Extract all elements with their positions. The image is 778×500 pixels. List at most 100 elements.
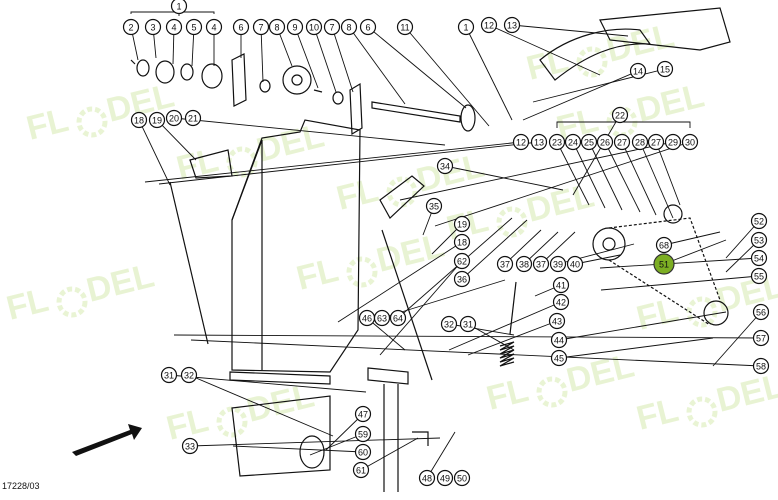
callout-part-3: 3 bbox=[144, 18, 162, 36]
callout-number: 52 bbox=[754, 217, 764, 227]
callout-number: 8 bbox=[346, 23, 351, 33]
leader-line bbox=[522, 70, 639, 121]
callout-part-1: 1 bbox=[457, 18, 475, 36]
bracket-drawing-2 bbox=[367, 367, 409, 385]
callout-number: 13 bbox=[507, 21, 517, 31]
callout-part-48: 48 bbox=[418, 469, 436, 487]
leader-line bbox=[397, 217, 513, 319]
callout-number: 40 bbox=[570, 260, 580, 270]
callout-number: 53 bbox=[754, 236, 764, 246]
callout-part-11: 11 bbox=[396, 18, 414, 36]
pin-drawing bbox=[313, 89, 323, 93]
callout-number: 42 bbox=[556, 298, 566, 308]
callout-number: 61 bbox=[356, 466, 366, 476]
leader-line bbox=[144, 141, 522, 183]
svg-text:FL: FL bbox=[483, 371, 533, 418]
callout-part-19: 19 bbox=[148, 111, 166, 129]
callout-number: 12 bbox=[484, 21, 494, 31]
leader-line bbox=[294, 26, 319, 89]
callout-part-68: 68 bbox=[655, 236, 673, 254]
callout-number: 36 bbox=[457, 275, 467, 285]
leader-line bbox=[379, 260, 463, 356]
callout-number: 63 bbox=[377, 314, 387, 324]
callout-number: 54 bbox=[754, 254, 764, 264]
callout-part-33: 33 bbox=[181, 437, 199, 455]
callout-part-55: 55 bbox=[750, 267, 768, 285]
tension-rod-drawing bbox=[509, 281, 517, 335]
callout-number: 56 bbox=[756, 308, 766, 318]
leader-line bbox=[173, 117, 446, 146]
callout-part-27: 27 bbox=[613, 133, 631, 151]
leader-line bbox=[663, 231, 721, 246]
callout-number: 39 bbox=[553, 260, 563, 270]
leader-line bbox=[331, 26, 354, 93]
callout-part-6: 6 bbox=[359, 18, 377, 36]
callout-part-12: 12 bbox=[512, 133, 530, 151]
callout-part-64: 64 bbox=[389, 309, 407, 327]
callout-number: 1 bbox=[463, 23, 468, 33]
leader-line bbox=[639, 141, 674, 219]
callout-part-13: 13 bbox=[503, 16, 521, 34]
leader-line bbox=[621, 141, 657, 216]
callout-number: 64 bbox=[393, 314, 403, 324]
callout-number: 19 bbox=[152, 116, 162, 126]
callout-number: 19 bbox=[457, 220, 467, 230]
leader-line bbox=[465, 26, 513, 121]
group-bracket-top bbox=[130, 11, 215, 14]
callout-number: 57 bbox=[756, 334, 766, 344]
svg-text:DEL: DEL bbox=[253, 116, 328, 169]
callout-part-32: 32 bbox=[180, 366, 198, 384]
callout-number: 15 bbox=[660, 65, 670, 75]
leader-line bbox=[232, 445, 364, 453]
callout-number: 12 bbox=[516, 138, 526, 148]
callout-part-37: 37 bbox=[496, 255, 514, 273]
callout-number: 37 bbox=[500, 260, 510, 270]
leader-line bbox=[448, 301, 562, 351]
sprocket-drawing-2 bbox=[703, 300, 729, 326]
bearing-drawing-3 bbox=[332, 91, 344, 105]
callout-part-49: 49 bbox=[436, 469, 454, 487]
callout-part-44: 44 bbox=[550, 331, 568, 349]
callout-part-8: 8 bbox=[268, 18, 286, 36]
star-wheel-drawing bbox=[282, 65, 312, 95]
leader-line bbox=[588, 141, 623, 211]
callout-number: 1 bbox=[176, 2, 181, 12]
callout-part-46: 46 bbox=[358, 309, 376, 327]
callout-part-47: 47 bbox=[354, 405, 372, 423]
leader-line bbox=[712, 311, 762, 367]
callout-part-12: 12 bbox=[480, 16, 498, 34]
svg-text:DEL: DEL bbox=[83, 256, 158, 309]
callout-part-56: 56 bbox=[752, 303, 770, 321]
leader-line bbox=[467, 320, 558, 356]
svg-text:DEL: DEL bbox=[713, 366, 778, 419]
callout-number: 50 bbox=[457, 474, 467, 484]
callout-number: 31 bbox=[463, 320, 473, 330]
callout-number: 26 bbox=[600, 138, 610, 148]
leader-line bbox=[599, 257, 760, 269]
housing-base-drawing bbox=[229, 371, 331, 385]
leader-line bbox=[504, 229, 542, 265]
callout-number: 37 bbox=[536, 260, 546, 270]
callout-part-7: 7 bbox=[323, 18, 341, 36]
svg-text:FL: FL bbox=[293, 251, 343, 298]
callout-part-39: 39 bbox=[549, 255, 567, 273]
callout-part-31: 31 bbox=[160, 366, 178, 384]
callout-part-9: 9 bbox=[286, 18, 304, 36]
leader-line bbox=[511, 24, 629, 37]
callout-part-51: 51 bbox=[653, 253, 675, 275]
callout-part-35: 35 bbox=[425, 197, 443, 215]
callout-part-31: 31 bbox=[459, 315, 477, 333]
callout-part-41: 41 bbox=[552, 276, 570, 294]
leader-line bbox=[188, 374, 334, 437]
callout-number: 32 bbox=[444, 320, 454, 330]
callout-part-50: 50 bbox=[453, 469, 471, 487]
bolt-drawing bbox=[130, 59, 136, 65]
housing-edge-drawing bbox=[231, 139, 263, 370]
callout-number: 51 bbox=[659, 260, 669, 270]
svg-text:DEL: DEL bbox=[563, 346, 638, 399]
callout-number: 2 bbox=[128, 23, 133, 33]
callout-number: 4 bbox=[211, 23, 216, 33]
callout-number: 24 bbox=[568, 138, 578, 148]
